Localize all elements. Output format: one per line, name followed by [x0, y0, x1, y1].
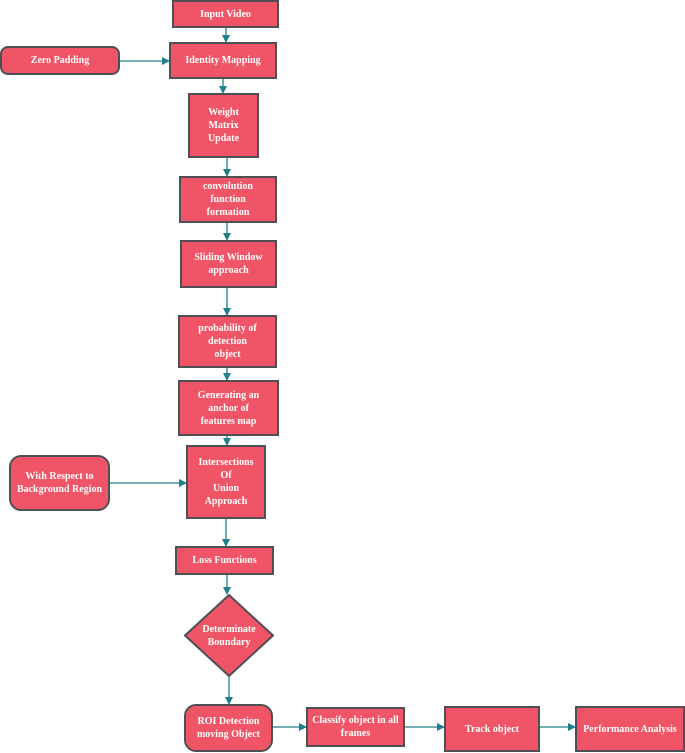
- input-video-node: Input Video: [172, 0, 279, 28]
- weight-matrix-label: Weight Matrix Update: [207, 107, 240, 144]
- background-region-label: With Respect to Background Region: [16, 471, 103, 495]
- anchor-node: Generating an anchor of features map: [178, 380, 279, 436]
- performance-analysis-label: Performance Analysis: [583, 723, 677, 735]
- zero-padding-label: Zero Padding: [30, 55, 90, 66]
- anchor-label: Generating an anchor of features map: [197, 389, 260, 427]
- loss-functions-node: Loss Functions: [175, 546, 274, 575]
- sliding-window-node: Sliding Window approach: [180, 240, 277, 288]
- background-region-node: With Respect to Background Region: [9, 455, 110, 511]
- classify-label: Classify object in all frames: [312, 715, 399, 739]
- classify-node: Classify object in all frames: [306, 707, 405, 747]
- loss-functions-label: Loss Functions: [192, 555, 257, 566]
- zero-padding-node: Zero Padding: [0, 46, 120, 75]
- performance-analysis-node: Performance Analysis: [575, 706, 685, 752]
- roi-detection-node: ROI Detection moving Object: [184, 704, 273, 752]
- boundary-decision-node: Determinate Boundary: [183, 593, 275, 678]
- boundary-label: Determinate Boundary: [202, 623, 256, 648]
- input-video-label: Input Video: [200, 8, 251, 20]
- identity-mapping-node: Identity Mapping: [169, 42, 277, 79]
- identity-mapping-label: Identity Mapping: [185, 55, 261, 66]
- probability-node: probability of detection object: [178, 315, 277, 368]
- convolution-label: convolution function formation: [202, 181, 253, 218]
- sliding-window-label: Sliding Window approach: [194, 252, 263, 276]
- track-object-label: Track object: [465, 723, 519, 735]
- weight-matrix-node: Weight Matrix Update: [188, 93, 259, 158]
- track-object-node: Track object: [444, 706, 540, 752]
- convolution-node: convolution function formation: [179, 176, 277, 223]
- boundary-diamond-shape: [183, 593, 275, 678]
- intersections-label: Intersections Of Union Approach: [198, 457, 254, 507]
- intersections-node: Intersections Of Union Approach: [186, 445, 266, 519]
- roi-detection-label: ROI Detection moving Object: [196, 716, 261, 740]
- probability-label: probability of detection object: [198, 323, 257, 360]
